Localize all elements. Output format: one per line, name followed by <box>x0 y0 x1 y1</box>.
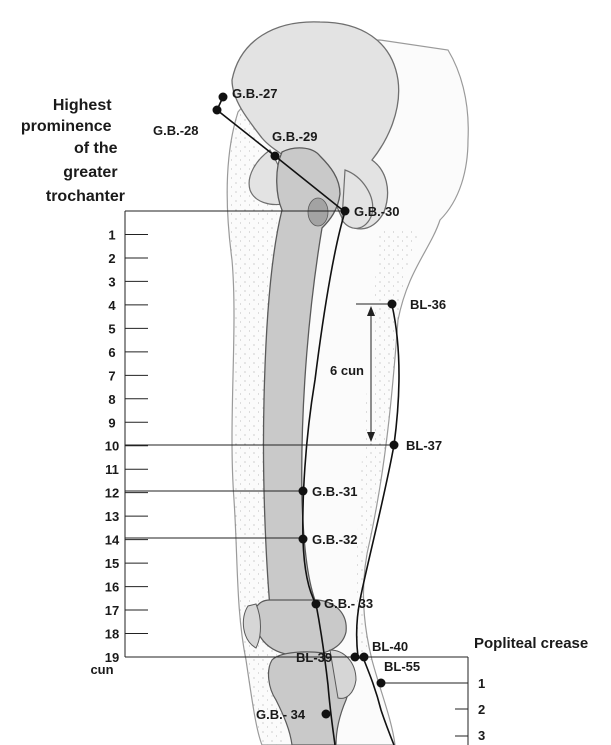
left-tick-label: 17 <box>105 603 119 618</box>
left-tick-label: 2 <box>108 251 115 266</box>
left-tick-label: 3 <box>108 274 115 289</box>
heading-line-3: of the <box>74 140 118 157</box>
left-scale-unit: cun <box>90 662 113 677</box>
gb34-label: G.B.- 34 <box>256 707 306 722</box>
gb29-label: G.B.-29 <box>272 129 318 144</box>
gb32-label: G.B.-32 <box>312 532 358 547</box>
bl40-label: BL-40 <box>372 639 408 654</box>
gb31-label: G.B.-31 <box>312 484 358 499</box>
gb27-label: G.B.-27 <box>232 86 278 101</box>
popliteal-crease-label: Popliteal crease <box>474 635 588 652</box>
gb34-dot <box>322 710 331 719</box>
left-tick-label: 1 <box>108 227 115 242</box>
heading-line-2: prominence <box>21 118 112 135</box>
right-tick-1: 1 <box>478 676 485 691</box>
right-cun-scale: Popliteal crease 1 2 3 <box>455 635 588 743</box>
heading-line-1: Highest <box>53 97 112 114</box>
bl37-label: BL-37 <box>406 438 442 453</box>
left-tick-label: 8 <box>108 392 115 407</box>
bl37-dot <box>390 441 399 450</box>
gb28-label: G.B.-28 <box>153 123 199 138</box>
gb33-dot <box>312 600 321 609</box>
bl36-dot <box>388 300 397 309</box>
left-tick-label: 11 <box>105 462 119 477</box>
left-tick-label: 7 <box>108 368 115 383</box>
six-cun-label: 6 cun <box>330 363 364 378</box>
bl40-dot <box>360 653 369 662</box>
gb32-dot <box>299 535 308 544</box>
left-tick-label: 9 <box>108 415 115 430</box>
gb33-label: G.B.- 33 <box>324 596 373 611</box>
left-tick-label: 16 <box>105 580 119 595</box>
left-tick-label: 15 <box>105 556 119 571</box>
heading-line-5: trochanter <box>46 188 125 205</box>
gb29-dot <box>271 152 280 161</box>
right-tick-3: 3 <box>478 728 485 743</box>
bl55-label: BL-55 <box>384 659 420 674</box>
trochanter-heading: Highest prominence of the greater trocha… <box>21 97 125 205</box>
bl36-label: BL-36 <box>410 297 446 312</box>
gb27-dot <box>219 93 228 102</box>
left-tick-label: 13 <box>105 509 119 524</box>
bl39-dot <box>351 653 360 662</box>
left-tick-label: 4 <box>108 298 116 313</box>
right-tick-2: 2 <box>478 702 485 717</box>
left-tick-label: 12 <box>105 486 119 501</box>
gb28-dot <box>213 106 222 115</box>
gb30-dot <box>341 207 350 216</box>
gb31-dot <box>299 487 308 496</box>
left-tick-label: 5 <box>108 321 115 336</box>
left-tick-label: 18 <box>105 627 119 642</box>
heading-line-4: greater <box>63 164 117 181</box>
left-tick-label: 6 <box>108 345 115 360</box>
gb30-label: G.B.-30 <box>354 204 400 219</box>
left-tick-label: 14 <box>105 533 120 548</box>
left-tick-label: 10 <box>105 439 119 454</box>
bl55-dot <box>377 679 386 688</box>
bl39-label: BL-39 <box>296 650 332 665</box>
